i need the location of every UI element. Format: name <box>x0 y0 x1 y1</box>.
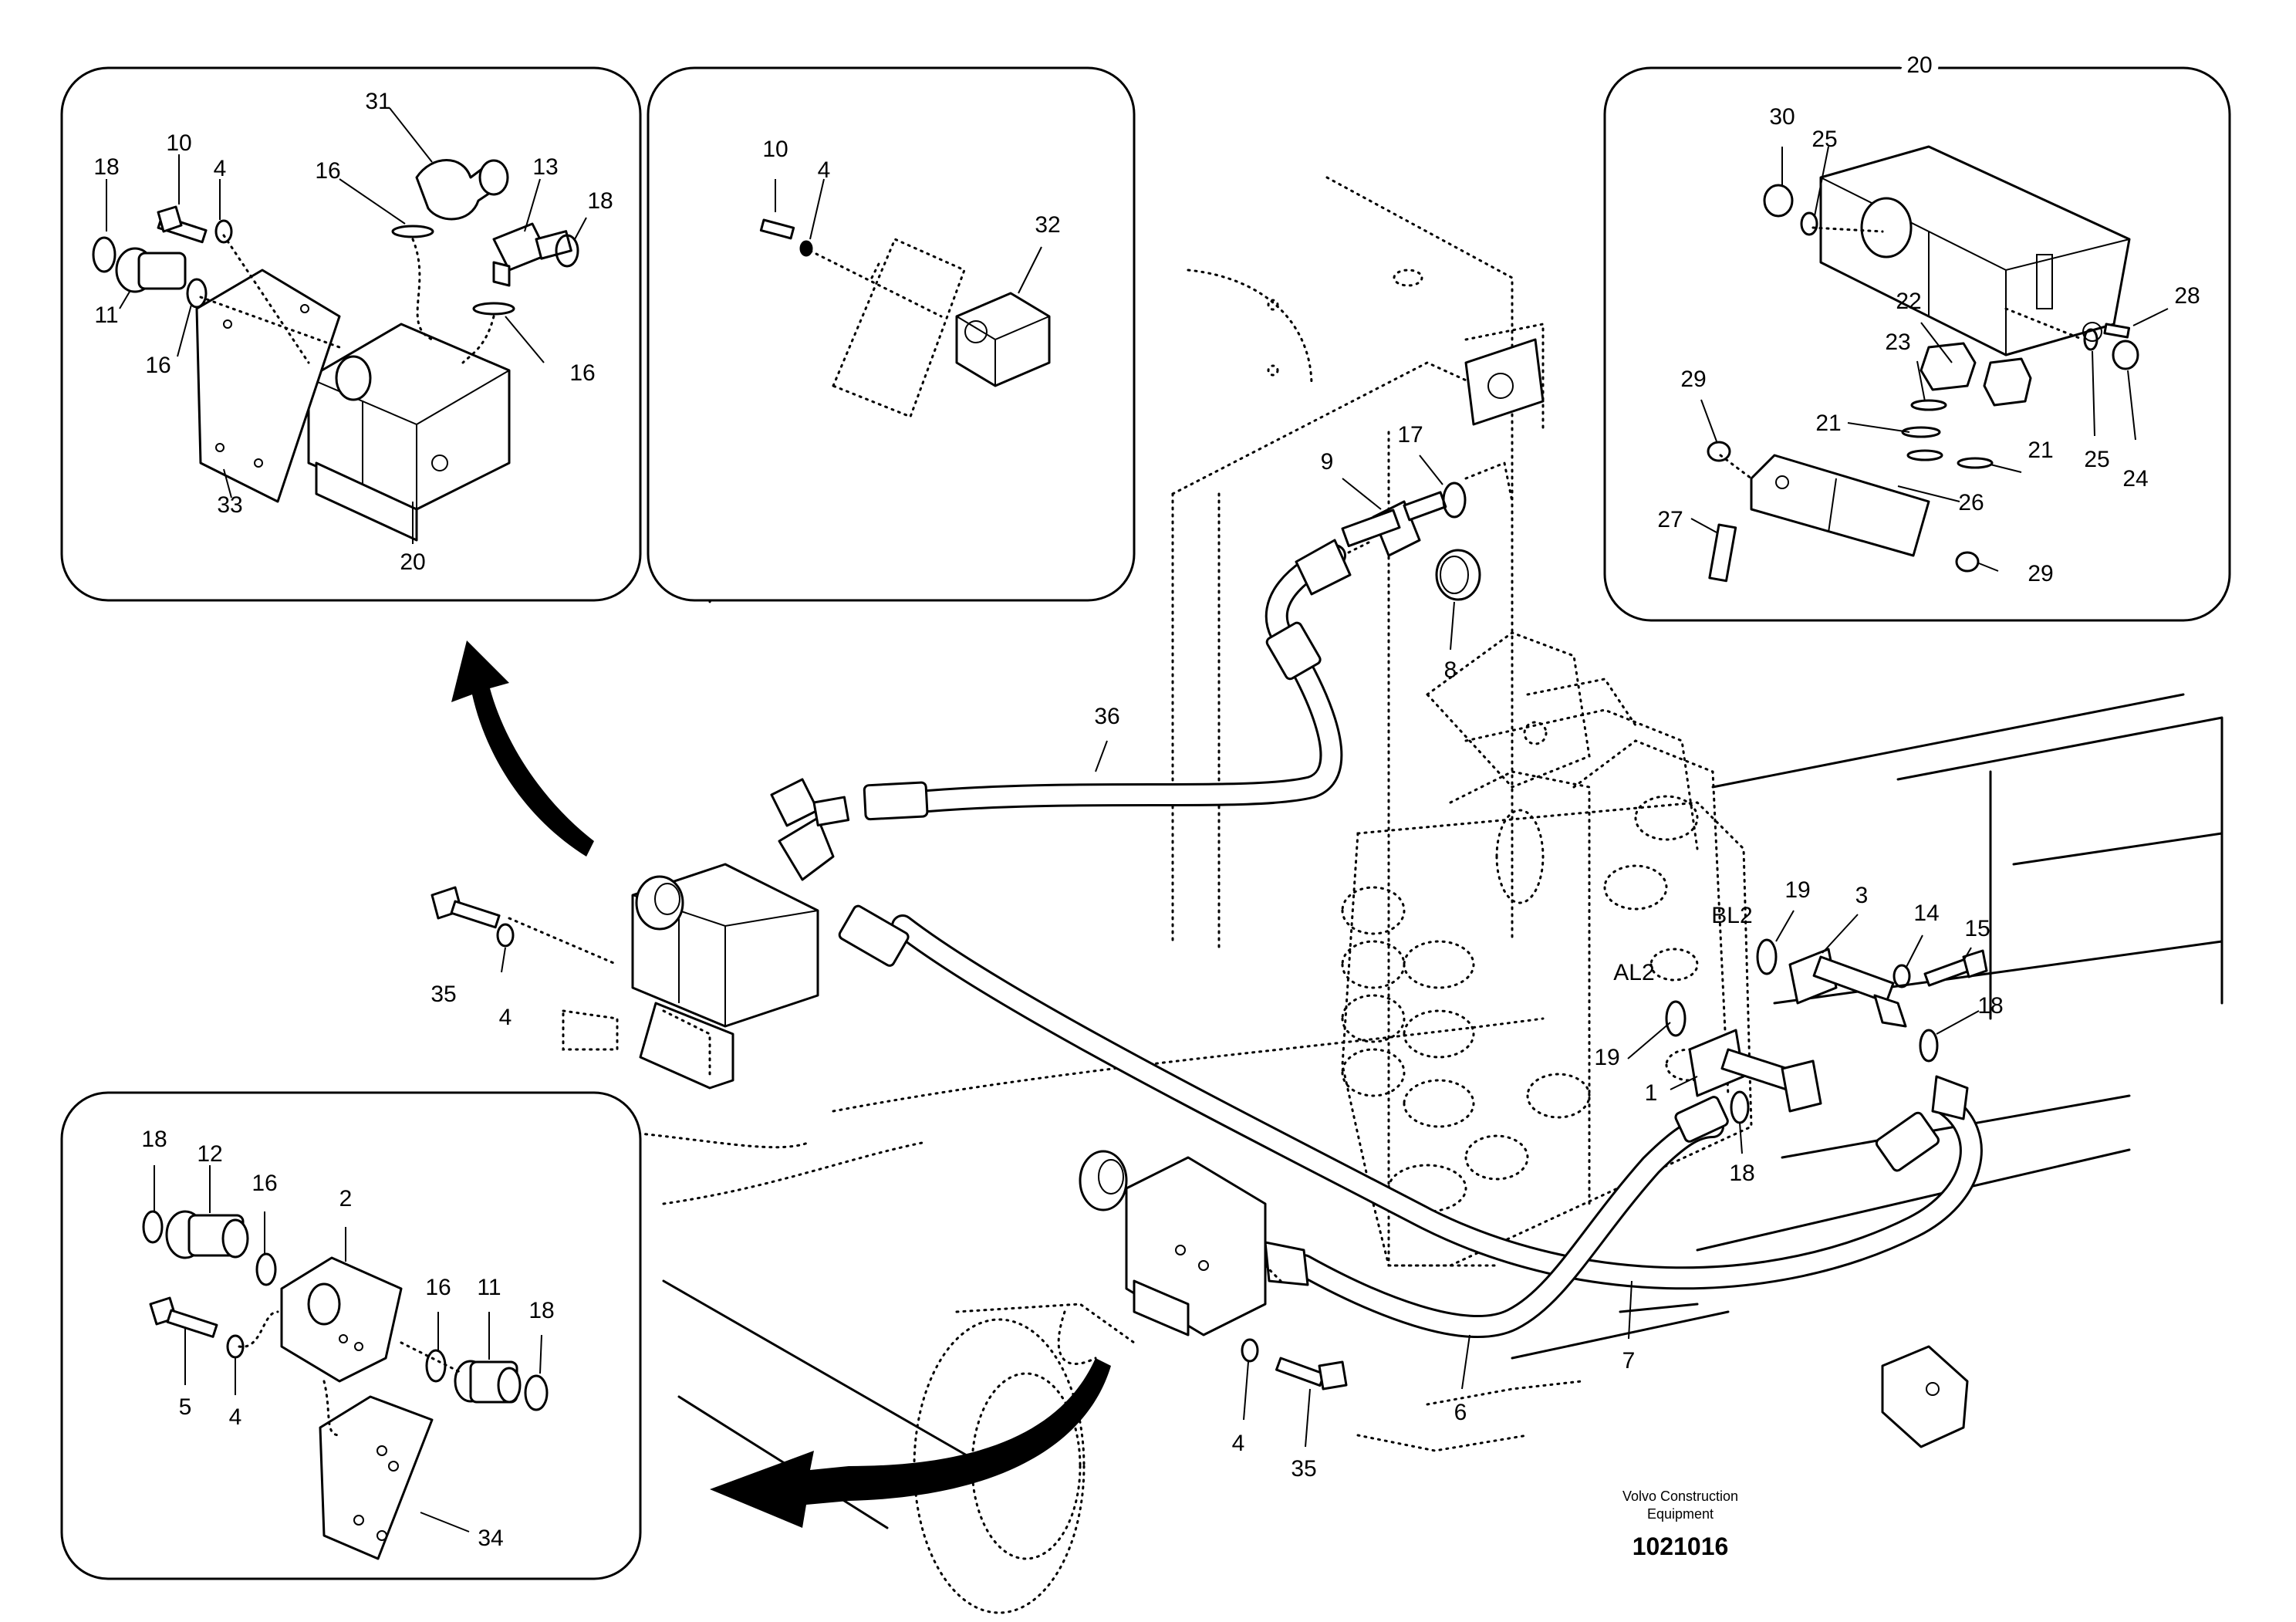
callout: 18 <box>93 154 119 180</box>
callout: 22 <box>1896 289 1921 314</box>
arrow-up-icon <box>451 640 594 857</box>
callouts-panel-4: 18 12 16 2 16 11 18 5 4 34 <box>141 1127 554 1551</box>
callout: 26 <box>1958 490 1984 515</box>
callout: 12 <box>197 1141 222 1167</box>
callout: 9 <box>1321 449 1334 475</box>
callout: 16 <box>252 1171 277 1196</box>
callout: 1 <box>1645 1080 1658 1106</box>
document-number: 1021016 <box>1633 1532 1729 1560</box>
callout: 36 <box>1094 704 1119 729</box>
bolt-35-right <box>1275 1357 1348 1391</box>
callout: 35 <box>430 982 456 1007</box>
bracket-outline-left <box>562 1009 619 1051</box>
callout: 32 <box>1035 212 1060 238</box>
detail-panel-1 <box>60 66 642 602</box>
callout: 10 <box>166 130 191 156</box>
callout: 4 <box>1232 1431 1245 1456</box>
callout: 25 <box>1811 127 1837 152</box>
callouts-panel-1: 18 10 4 31 16 13 18 11 16 16 33 20 <box>93 89 613 575</box>
callout: 25 <box>2084 447 2109 472</box>
callout: 17 <box>1397 422 1423 448</box>
tee-fitting-9 <box>1341 491 1447 557</box>
port-fitting-3 <box>1788 948 1907 1028</box>
callout: 6 <box>1454 1400 1467 1425</box>
callout: 27 <box>1657 507 1683 532</box>
callout: 7 <box>1622 1348 1636 1374</box>
callout: 18 <box>1729 1161 1754 1186</box>
callout: 29 <box>2028 561 2053 586</box>
callout: 5 <box>179 1394 192 1420</box>
callout: 10 <box>762 137 788 162</box>
publisher-credit: Volvo Construction Equipment 1021016 <box>1622 1489 1738 1560</box>
callout: 18 <box>141 1127 167 1152</box>
detail-panel-4 <box>60 1091 642 1580</box>
callouts-main: 17 9 8 36 35 4 19 3 14 15 BL2 AL2 19 1 1… <box>430 422 2003 1482</box>
callout: 16 <box>569 360 595 386</box>
arrow-down-icon <box>710 1358 1111 1528</box>
detail-panel-2 <box>647 66 1136 602</box>
leader-lines <box>106 107 2169 1532</box>
bolt-35-left <box>430 886 619 966</box>
hose-6 <box>1264 1096 1729 1339</box>
callout: 4 <box>214 156 227 181</box>
callout: 11 <box>94 302 118 328</box>
callout: 35 <box>1291 1456 1316 1482</box>
callout: 3 <box>1855 883 1869 908</box>
lower-mount-block <box>1079 1150 1282 1336</box>
callout: 20 <box>1906 52 1932 78</box>
callout: 30 <box>1769 104 1795 130</box>
callout: 13 <box>532 154 558 180</box>
callout: 20 <box>400 549 425 575</box>
callout: 23 <box>1885 329 1910 355</box>
detail-panel-3 <box>1603 66 2231 622</box>
callout: 4 <box>499 1005 512 1030</box>
callout: 2 <box>339 1186 353 1211</box>
main-control-valve <box>1341 631 1753 1267</box>
plug-8 <box>1435 549 1481 601</box>
center-swivel-block <box>631 778 850 1090</box>
callout: 19 <box>1594 1045 1619 1070</box>
callout: 18 <box>587 188 613 214</box>
bolt-15 <box>1923 949 1988 987</box>
callout: BL2 <box>1711 903 1752 928</box>
callout: 4 <box>229 1404 242 1430</box>
callout: 19 <box>1784 877 1810 903</box>
callout: 28 <box>2174 283 2200 309</box>
washer-4-right <box>1241 1338 1259 1363</box>
callout: 21 <box>1815 411 1841 436</box>
callout: 21 <box>2028 438 2053 463</box>
callout: 16 <box>425 1275 451 1300</box>
callout: 33 <box>217 492 242 518</box>
callout: 16 <box>315 158 340 184</box>
hose-36 <box>863 539 1352 821</box>
callout: 34 <box>478 1526 503 1551</box>
callout: AL2 <box>1613 960 1654 985</box>
callout: 18 <box>528 1298 554 1323</box>
chassis-frame <box>662 693 2223 1529</box>
credit-line-2: Equipment <box>1647 1506 1714 1522</box>
callout: 14 <box>1913 901 1939 926</box>
callout: 31 <box>365 89 390 114</box>
callout: 18 <box>1977 993 2003 1019</box>
credit-line-1: Volvo Construction <box>1622 1489 1738 1504</box>
callout: 16 <box>145 353 171 378</box>
port-fitting-1 <box>1688 1029 1822 1113</box>
washer-4-left <box>496 923 515 948</box>
callouts-panel-2: 10 4 32 <box>762 137 1060 238</box>
callout: 4 <box>818 157 831 183</box>
o-ring-17 <box>1442 482 1467 519</box>
callout: 8 <box>1444 657 1457 683</box>
callout: 15 <box>1964 916 1990 941</box>
block-upper <box>1464 338 1545 503</box>
callout: 11 <box>477 1275 501 1300</box>
callout: 29 <box>1680 367 1706 392</box>
callout: 24 <box>2122 466 2148 492</box>
